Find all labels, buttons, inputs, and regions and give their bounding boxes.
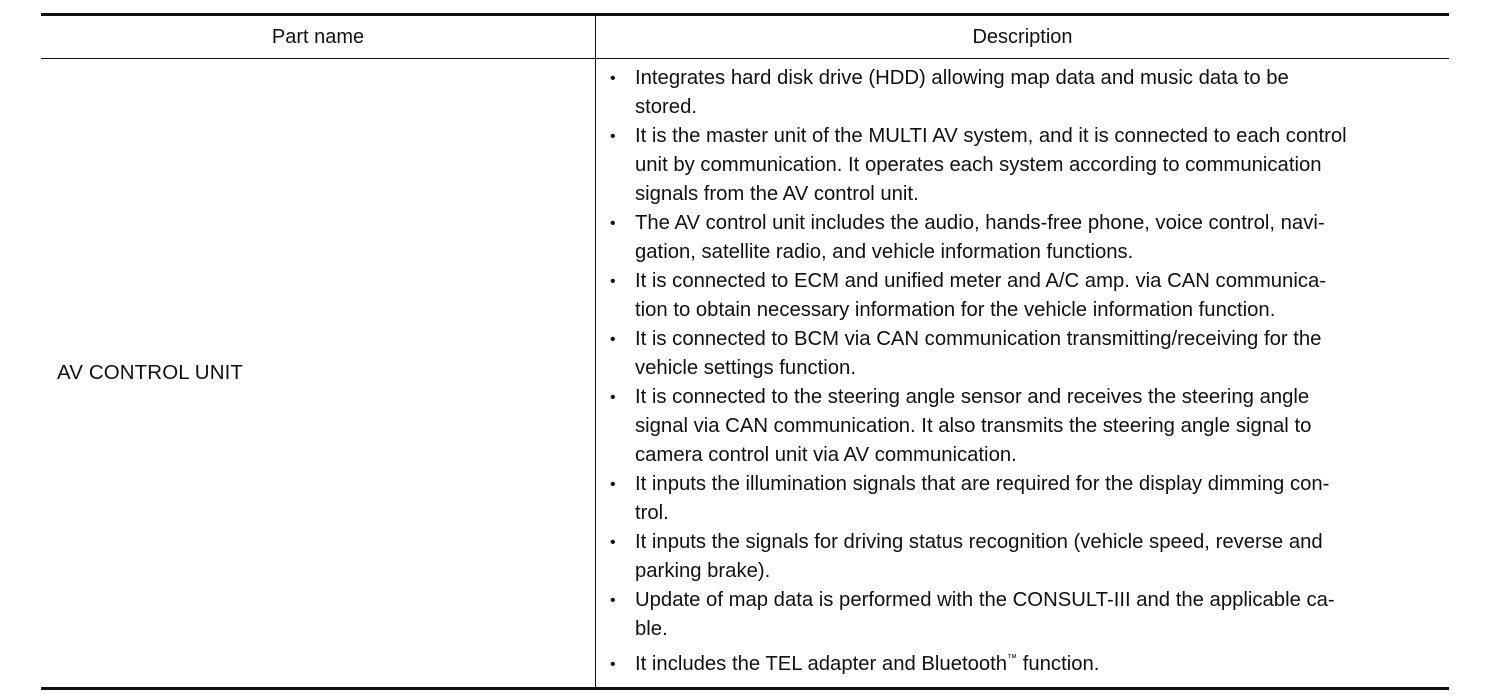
bullet-glyph: • bbox=[610, 534, 616, 551]
trademark-text-before: It includes the TEL adapter and Bluetoot… bbox=[635, 653, 1008, 675]
trademark-symbol: ™ bbox=[1007, 653, 1018, 664]
description-line: stored. bbox=[635, 96, 698, 118]
description-item: • The AV control unit includes the audio,… bbox=[610, 209, 1441, 267]
description-line: signals from the AV control unit. bbox=[635, 183, 919, 205]
bullet-glyph: • bbox=[610, 476, 616, 493]
bullet-glyph: • bbox=[610, 215, 616, 232]
description-list: • Integrates hard disk drive (HDD) allowi… bbox=[610, 64, 1441, 679]
bullet-glyph: • bbox=[610, 273, 616, 290]
bullet-glyph: • bbox=[610, 128, 616, 145]
part-name-cell: AV CONTROL UNIT bbox=[41, 59, 596, 687]
description-item: • It is the master unit of the MULTI AV s… bbox=[610, 122, 1441, 209]
description-line: It is the master unit of the MULTI AV sy… bbox=[635, 125, 1347, 147]
description-line: It is connected to ECM and unified meter… bbox=[635, 270, 1326, 292]
description-line: parking brake). bbox=[635, 560, 771, 582]
description-item: • Integrates hard disk drive (HDD) allowi… bbox=[610, 64, 1441, 122]
table-header-row: Part name Description bbox=[41, 16, 1449, 59]
header-description: Description bbox=[972, 25, 1073, 48]
description-item-trademark: • It includes the TEL adapter and Blueto… bbox=[610, 650, 1441, 679]
description-line: unit by communication. It operates each … bbox=[635, 154, 1322, 176]
table-row: AV CONTROL UNIT • Integrates hard disk dr… bbox=[41, 59, 1449, 687]
bullet-glyph: • bbox=[610, 389, 616, 406]
description-line: It inputs the illumination signals that … bbox=[635, 473, 1330, 495]
description-cell: • Integrates hard disk drive (HDD) allowi… bbox=[596, 59, 1449, 687]
description-line: trol. bbox=[635, 502, 669, 524]
description-line: It is connected to BCM via CAN communica… bbox=[635, 328, 1322, 350]
description-line: vehicle settings function. bbox=[635, 357, 856, 379]
description-line: It is connected to the steering angle se… bbox=[635, 386, 1310, 408]
trademark-text-after: function. bbox=[1017, 653, 1100, 675]
description-item: • Update of map data is performed with th… bbox=[610, 586, 1441, 644]
description-line: camera control unit via AV communication… bbox=[635, 444, 1017, 466]
description-line: Update of map data is performed with the… bbox=[635, 589, 1335, 611]
description-line: gation, satellite radio, and vehicle inf… bbox=[635, 241, 1134, 263]
description-item: • It is connected to ECM and unified mete… bbox=[610, 267, 1441, 325]
part-name-text: AV CONTROL UNIT bbox=[57, 361, 244, 384]
description-item: • It inputs the illumination signals that… bbox=[610, 470, 1441, 528]
description-line: The AV control unit includes the audio, … bbox=[635, 212, 1325, 234]
description-item: • It is connected to BCM via CAN communic… bbox=[610, 325, 1441, 383]
bullet-glyph: • bbox=[610, 70, 616, 87]
description-line: ble. bbox=[635, 618, 668, 640]
description-line: tion to obtain necessary information for… bbox=[635, 299, 1276, 321]
bullet-glyph: • bbox=[610, 592, 616, 609]
bullet-glyph: • bbox=[610, 331, 616, 348]
description-item: • It is connected to the steering angle s… bbox=[610, 383, 1441, 470]
description-item: • It inputs the signals for driving statu… bbox=[610, 528, 1441, 586]
header-part-name: Part name bbox=[41, 16, 596, 58]
description-line: signal via CAN communication. It also tr… bbox=[635, 415, 1312, 437]
description-line: It includes the TEL adapter and Bluetoot… bbox=[635, 650, 1441, 679]
description-line: Integrates hard disk drive (HDD) allowin… bbox=[635, 67, 1289, 89]
bullet-glyph: • bbox=[610, 656, 616, 673]
description-line: It inputs the signals for driving status… bbox=[635, 531, 1323, 553]
parts-table: Part name Description AV CONTROL UNIT • I… bbox=[41, 13, 1449, 690]
